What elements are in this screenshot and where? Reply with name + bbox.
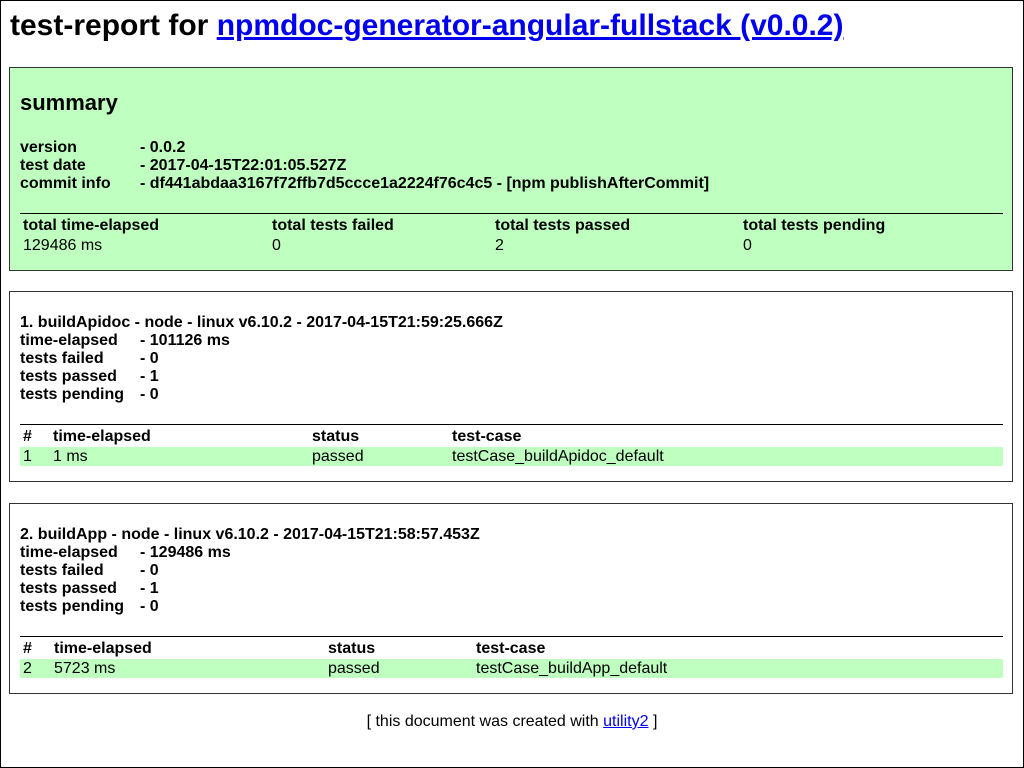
test-header-cell: time-elapsed: [51, 636, 325, 659]
test-value: - 0: [140, 386, 159, 403]
test-row: tests failed - 0: [20, 350, 503, 368]
test-value: - 1: [140, 580, 159, 597]
test-key: time-elapsed: [20, 332, 118, 349]
page-title: test-report for npmdoc-generator-angular…: [10, 6, 843, 46]
test-title: 2. buildApp - node - linux v6.10.2 - 201…: [20, 526, 480, 544]
test-cell: 1: [20, 447, 50, 466]
test-header-cell: test-case: [449, 424, 1003, 447]
test-case-name-cell: testCase_buildApp_default: [473, 659, 1003, 678]
test-header-cell: status: [325, 636, 473, 659]
test-key: tests passed: [20, 580, 117, 597]
test-value: - 0: [140, 350, 159, 367]
test-key: tests pending: [20, 386, 125, 403]
test-header-cell: time-elapsed: [50, 424, 309, 447]
test-value: - 129486 ms: [140, 544, 231, 561]
summary-header-cell: total tests failed: [269, 213, 492, 236]
summary-row-test-date: test date - 2017-04-15T22:01:05.527Z: [20, 157, 709, 175]
test-case-table-header: # time-elapsed status test-case: [20, 636, 1003, 659]
test-case-table-header: # time-elapsed status test-case: [20, 424, 1003, 447]
summary-table: total time-elapsed total tests failed to…: [20, 213, 1003, 255]
summary-cell: 129486 ms: [23, 237, 103, 254]
summary-title: summary: [20, 90, 118, 115]
test-status-cell: passed: [325, 659, 473, 678]
utility2-link[interactable]: utility2: [603, 713, 649, 730]
test-info: 2. buildApp - node - linux v6.10.2 - 201…: [20, 526, 480, 616]
test-row: tests passed - 1: [20, 368, 503, 386]
test-case-name-cell: testCase_buildApidoc_default: [449, 447, 1003, 466]
test-cell: 1 ms: [50, 447, 309, 466]
summary-header-cell: total tests pending: [740, 213, 1003, 236]
summary-table-row: 129486 ms 0 2 0: [20, 236, 1003, 255]
test-row: tests failed - 0: [20, 562, 480, 580]
test-header-cell: status: [309, 424, 449, 447]
test-status-cell: passed: [309, 447, 449, 466]
test-cell: 2: [20, 659, 51, 678]
test-key: tests passed: [20, 368, 117, 385]
summary-cell: 0: [272, 237, 281, 254]
test-value: - 101126 ms: [140, 332, 230, 349]
test-value: - 0: [140, 598, 159, 615]
summary-header-cell: total tests passed: [492, 213, 740, 236]
test-info: 1. buildApidoc - node - linux v6.10.2 - …: [20, 314, 503, 404]
test-row: time-elapsed - 101126 ms: [20, 332, 503, 350]
test-header-cell: #: [20, 636, 51, 659]
test-case-table: # time-elapsed status test-case 1 1 ms p…: [20, 424, 1003, 466]
test-cell: 5723 ms: [51, 659, 325, 678]
test-header-cell: test-case: [473, 636, 1003, 659]
test-case-table: # time-elapsed status test-case 2 5723 m…: [20, 636, 1003, 678]
package-link[interactable]: npmdoc-generator-angular-fullstack (v0.0…: [216, 9, 844, 42]
test-case-row: 1 1 ms passed testCase_buildApidoc_defau…: [20, 447, 1003, 466]
summary-cell: 2: [495, 237, 504, 254]
summary-value: - df441abdaa3167f72ffb7d5ccce1a2224f76c4…: [140, 175, 710, 192]
summary-key: commit info: [20, 175, 111, 192]
footer: [ this document was created with utility…: [0, 713, 1024, 731]
test-title-text: 1. buildApidoc - node - linux v6.10.2 - …: [20, 314, 503, 331]
summary-value: - 2017-04-15T22:01:05.527Z: [140, 157, 347, 174]
test-key: tests failed: [20, 350, 104, 367]
test-title-text: 2. buildApp - node - linux v6.10.2 - 201…: [20, 526, 480, 543]
test-header-cell: #: [20, 424, 50, 447]
summary-row-version: version - 0.0.2: [20, 139, 709, 157]
test-key: tests pending: [20, 598, 125, 615]
test-panel-build-app: 2. buildApp - node - linux v6.10.2 - 201…: [9, 503, 1013, 694]
test-row: tests pending - 0: [20, 386, 503, 404]
test-key: time-elapsed: [20, 544, 118, 561]
summary-value: - 0.0.2: [140, 139, 186, 156]
test-row: tests passed - 1: [20, 580, 480, 598]
test-case-row: 2 5723 ms passed testCase_buildApp_defau…: [20, 659, 1003, 678]
page-title-prefix: test-report for: [10, 9, 217, 42]
test-key: tests failed: [20, 562, 104, 579]
test-row: tests pending - 0: [20, 598, 480, 616]
test-value: - 0: [140, 562, 159, 579]
test-value: - 1: [140, 368, 159, 385]
summary-header-cell: total time-elapsed: [20, 213, 269, 236]
summary-table-header: total time-elapsed total tests failed to…: [20, 213, 1003, 236]
test-title: 1. buildApidoc - node - linux v6.10.2 - …: [20, 314, 503, 332]
summary-cell: 0: [743, 237, 752, 254]
test-panel-build-apidoc: 1. buildApidoc - node - linux v6.10.2 - …: [9, 291, 1013, 482]
summary-panel: summary version - 0.0.2 test date - 2017…: [9, 67, 1013, 271]
test-row: time-elapsed - 129486 ms: [20, 544, 480, 562]
summary-info: version - 0.0.2 test date - 2017-04-15T2…: [20, 139, 709, 193]
summary-row-commit-info: commit info - df441abdaa3167f72ffb7d5ccc…: [20, 175, 709, 193]
summary-key: version: [20, 139, 77, 156]
footer-prefix: [ this document was created with: [366, 713, 604, 730]
summary-key: test date: [20, 157, 86, 174]
footer-suffix: ]: [648, 713, 658, 730]
